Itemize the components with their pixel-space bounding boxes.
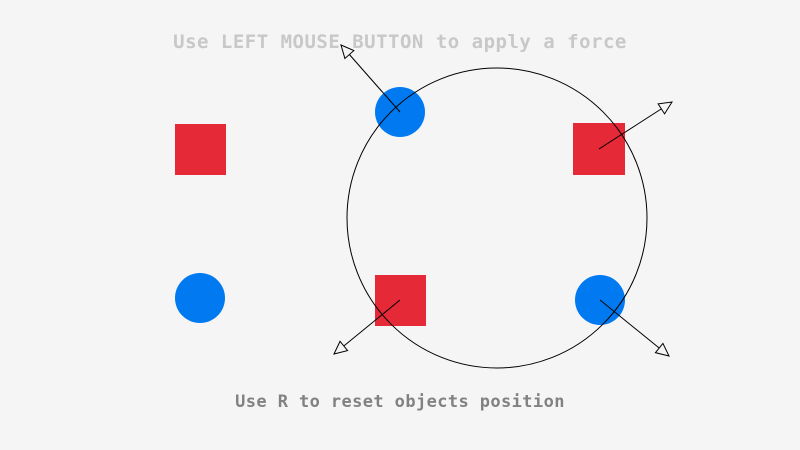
instruction-apply-force: Use LEFT MOUSE BUTTON to apply a force xyxy=(173,31,627,53)
physics-object-circle-1[interactable] xyxy=(375,87,425,137)
physics-object-square-0[interactable] xyxy=(174,123,226,175)
physics-object-circle-5[interactable] xyxy=(575,275,625,325)
physics-object-square-2[interactable] xyxy=(573,123,625,175)
physics-object-circle-3[interactable] xyxy=(175,273,225,323)
physics-object-square-4[interactable] xyxy=(374,274,426,326)
instruction-reset: Use R to reset objects position xyxy=(235,392,565,412)
